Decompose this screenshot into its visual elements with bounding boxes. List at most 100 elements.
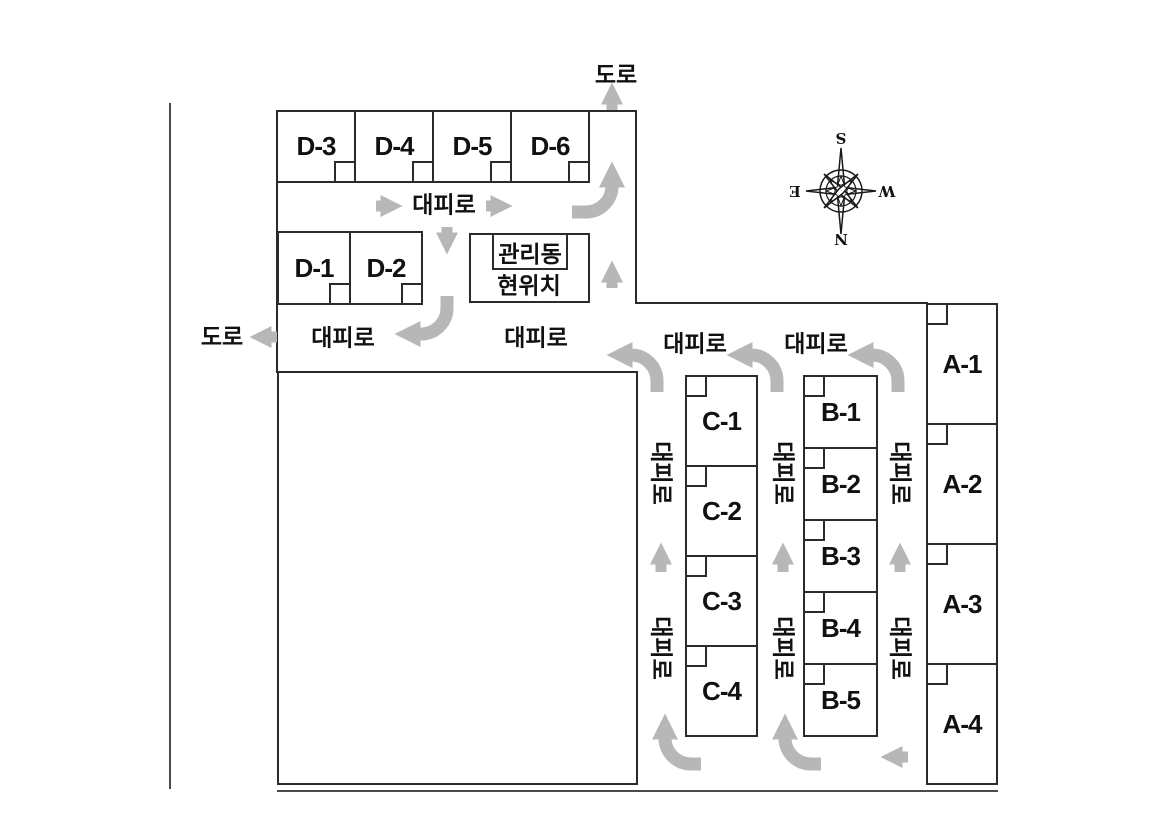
boundary-line-bottom	[277, 790, 998, 792]
door-square	[412, 161, 434, 183]
building-d-5: D-5	[432, 112, 512, 183]
building-block-d-lower: D-1 D-2	[277, 231, 423, 305]
building-label: A-2	[942, 468, 983, 499]
building-label: D-3	[296, 131, 337, 161]
door-square	[401, 283, 423, 305]
building-label: C-3	[702, 585, 742, 616]
building-label: D-2	[366, 252, 407, 283]
evac-route-label-band-right-2: 대피로	[784, 330, 848, 357]
door-square	[803, 375, 825, 397]
building-c-1: C-1	[685, 375, 756, 465]
evac-route-label-corridor: 대피로	[412, 191, 476, 218]
building-c-4: C-4	[685, 645, 756, 735]
door-square	[568, 161, 590, 183]
building-d-1: D-1	[279, 233, 351, 305]
door-square	[685, 465, 707, 487]
building-a-4: A-4	[926, 663, 996, 783]
compass-spike-diag-2	[823, 173, 859, 209]
door-square	[803, 663, 825, 685]
building-block-b: B-1 B-2 B-3 B-4 B-5	[803, 375, 878, 737]
building-d-4: D-4	[354, 112, 434, 183]
building-label: B-1	[821, 396, 861, 427]
building-a-3: A-3	[926, 543, 996, 663]
building-c-3: C-3	[685, 555, 756, 645]
evac-route-label-aisle2-lower: 대피로	[770, 616, 797, 680]
building-b-1: B-1	[803, 375, 876, 447]
open-area-rect	[277, 371, 638, 785]
door-square	[334, 161, 356, 183]
management-label-box: 관리동	[492, 233, 568, 270]
building-label: B-2	[821, 468, 861, 499]
management-office-box: 관리동 현위치	[469, 233, 590, 303]
building-d-6: D-6	[510, 112, 590, 183]
building-b-4: B-4	[803, 591, 876, 663]
evac-route-label-band-left: 대피로	[311, 324, 375, 351]
road-label-left: 도로	[200, 323, 244, 350]
building-label: D-1	[294, 252, 335, 283]
building-label: C-1	[702, 405, 742, 436]
evac-route-label-aisle1-upper: 대피로	[648, 441, 675, 505]
evac-route-label-aisle2-upper: 대피로	[770, 441, 797, 505]
building-d-2: D-2	[349, 233, 423, 305]
door-square	[685, 375, 707, 397]
compass-letter-w: W	[877, 182, 896, 200]
site-line-band-top	[635, 302, 928, 304]
evac-route-label-band-center: 대피로	[504, 324, 568, 351]
door-square	[926, 543, 948, 565]
building-label: A-4	[942, 708, 983, 739]
compass-letter-s: S	[836, 129, 847, 147]
building-b-3: B-3	[803, 519, 876, 591]
building-label: D-4	[374, 131, 415, 161]
building-label: A-1	[942, 348, 983, 379]
evac-route-label-aisle3-upper: 대피로	[887, 441, 914, 505]
door-square	[926, 663, 948, 685]
arrow-curved-corridor-right-up	[572, 161, 625, 219]
boundary-line-left	[169, 103, 171, 789]
compass-star-2	[829, 179, 853, 203]
building-label: D-6	[530, 131, 571, 161]
building-d-3: D-3	[278, 112, 356, 183]
site-line-corridor-right	[635, 110, 637, 304]
door-square	[803, 519, 825, 541]
door-square	[926, 303, 948, 325]
door-square	[685, 645, 707, 667]
building-block-d-upper: D-3 D-4 D-5 D-6	[276, 110, 590, 183]
compass-spike-ns	[836, 147, 846, 235]
building-label: B-5	[821, 684, 861, 715]
evac-route-label-aisle1-lower: 대피로	[648, 616, 675, 680]
building-b-5: B-5	[803, 663, 876, 735]
door-square	[926, 423, 948, 445]
evac-route-label-band-right-1: 대피로	[663, 330, 727, 357]
door-square	[329, 283, 351, 305]
compass-spike-diag-1	[823, 173, 859, 209]
building-b-2: B-2	[803, 447, 876, 519]
compass-outer-circle	[819, 169, 863, 213]
compass-inner-circle	[825, 175, 857, 207]
compass-letter-n: N	[834, 230, 848, 248]
building-a-2: A-2	[926, 423, 996, 543]
door-square	[685, 555, 707, 577]
building-block-c: C-1 C-2 C-3 C-4	[685, 375, 758, 737]
current-location-label: 현위치	[497, 272, 561, 299]
door-square	[490, 161, 512, 183]
building-label: B-3	[821, 540, 861, 571]
evac-route-label-aisle3-lower: 대피로	[887, 616, 914, 680]
compass-letter-e: E	[789, 182, 800, 200]
door-square	[803, 591, 825, 613]
building-c-2: C-2	[685, 465, 756, 555]
building-label: A-3	[942, 588, 983, 619]
road-label-top: 도로	[594, 61, 638, 88]
arrow-curved-left-up-bottom-aisle-1	[652, 713, 701, 771]
compass-rose-icon: N S E W	[789, 129, 896, 248]
building-label: B-4	[821, 612, 861, 643]
management-label: 관리동	[498, 240, 562, 267]
building-a-1: A-1	[926, 303, 996, 423]
door-square	[803, 447, 825, 469]
building-label: C-2	[702, 495, 742, 526]
building-label: D-5	[452, 131, 493, 161]
compass-star	[824, 174, 858, 208]
arrow-curved-left-up-bottom-aisle-2	[772, 713, 821, 771]
building-label: C-4	[702, 675, 742, 706]
building-block-a: A-1 A-2 A-3 A-4	[926, 303, 998, 785]
